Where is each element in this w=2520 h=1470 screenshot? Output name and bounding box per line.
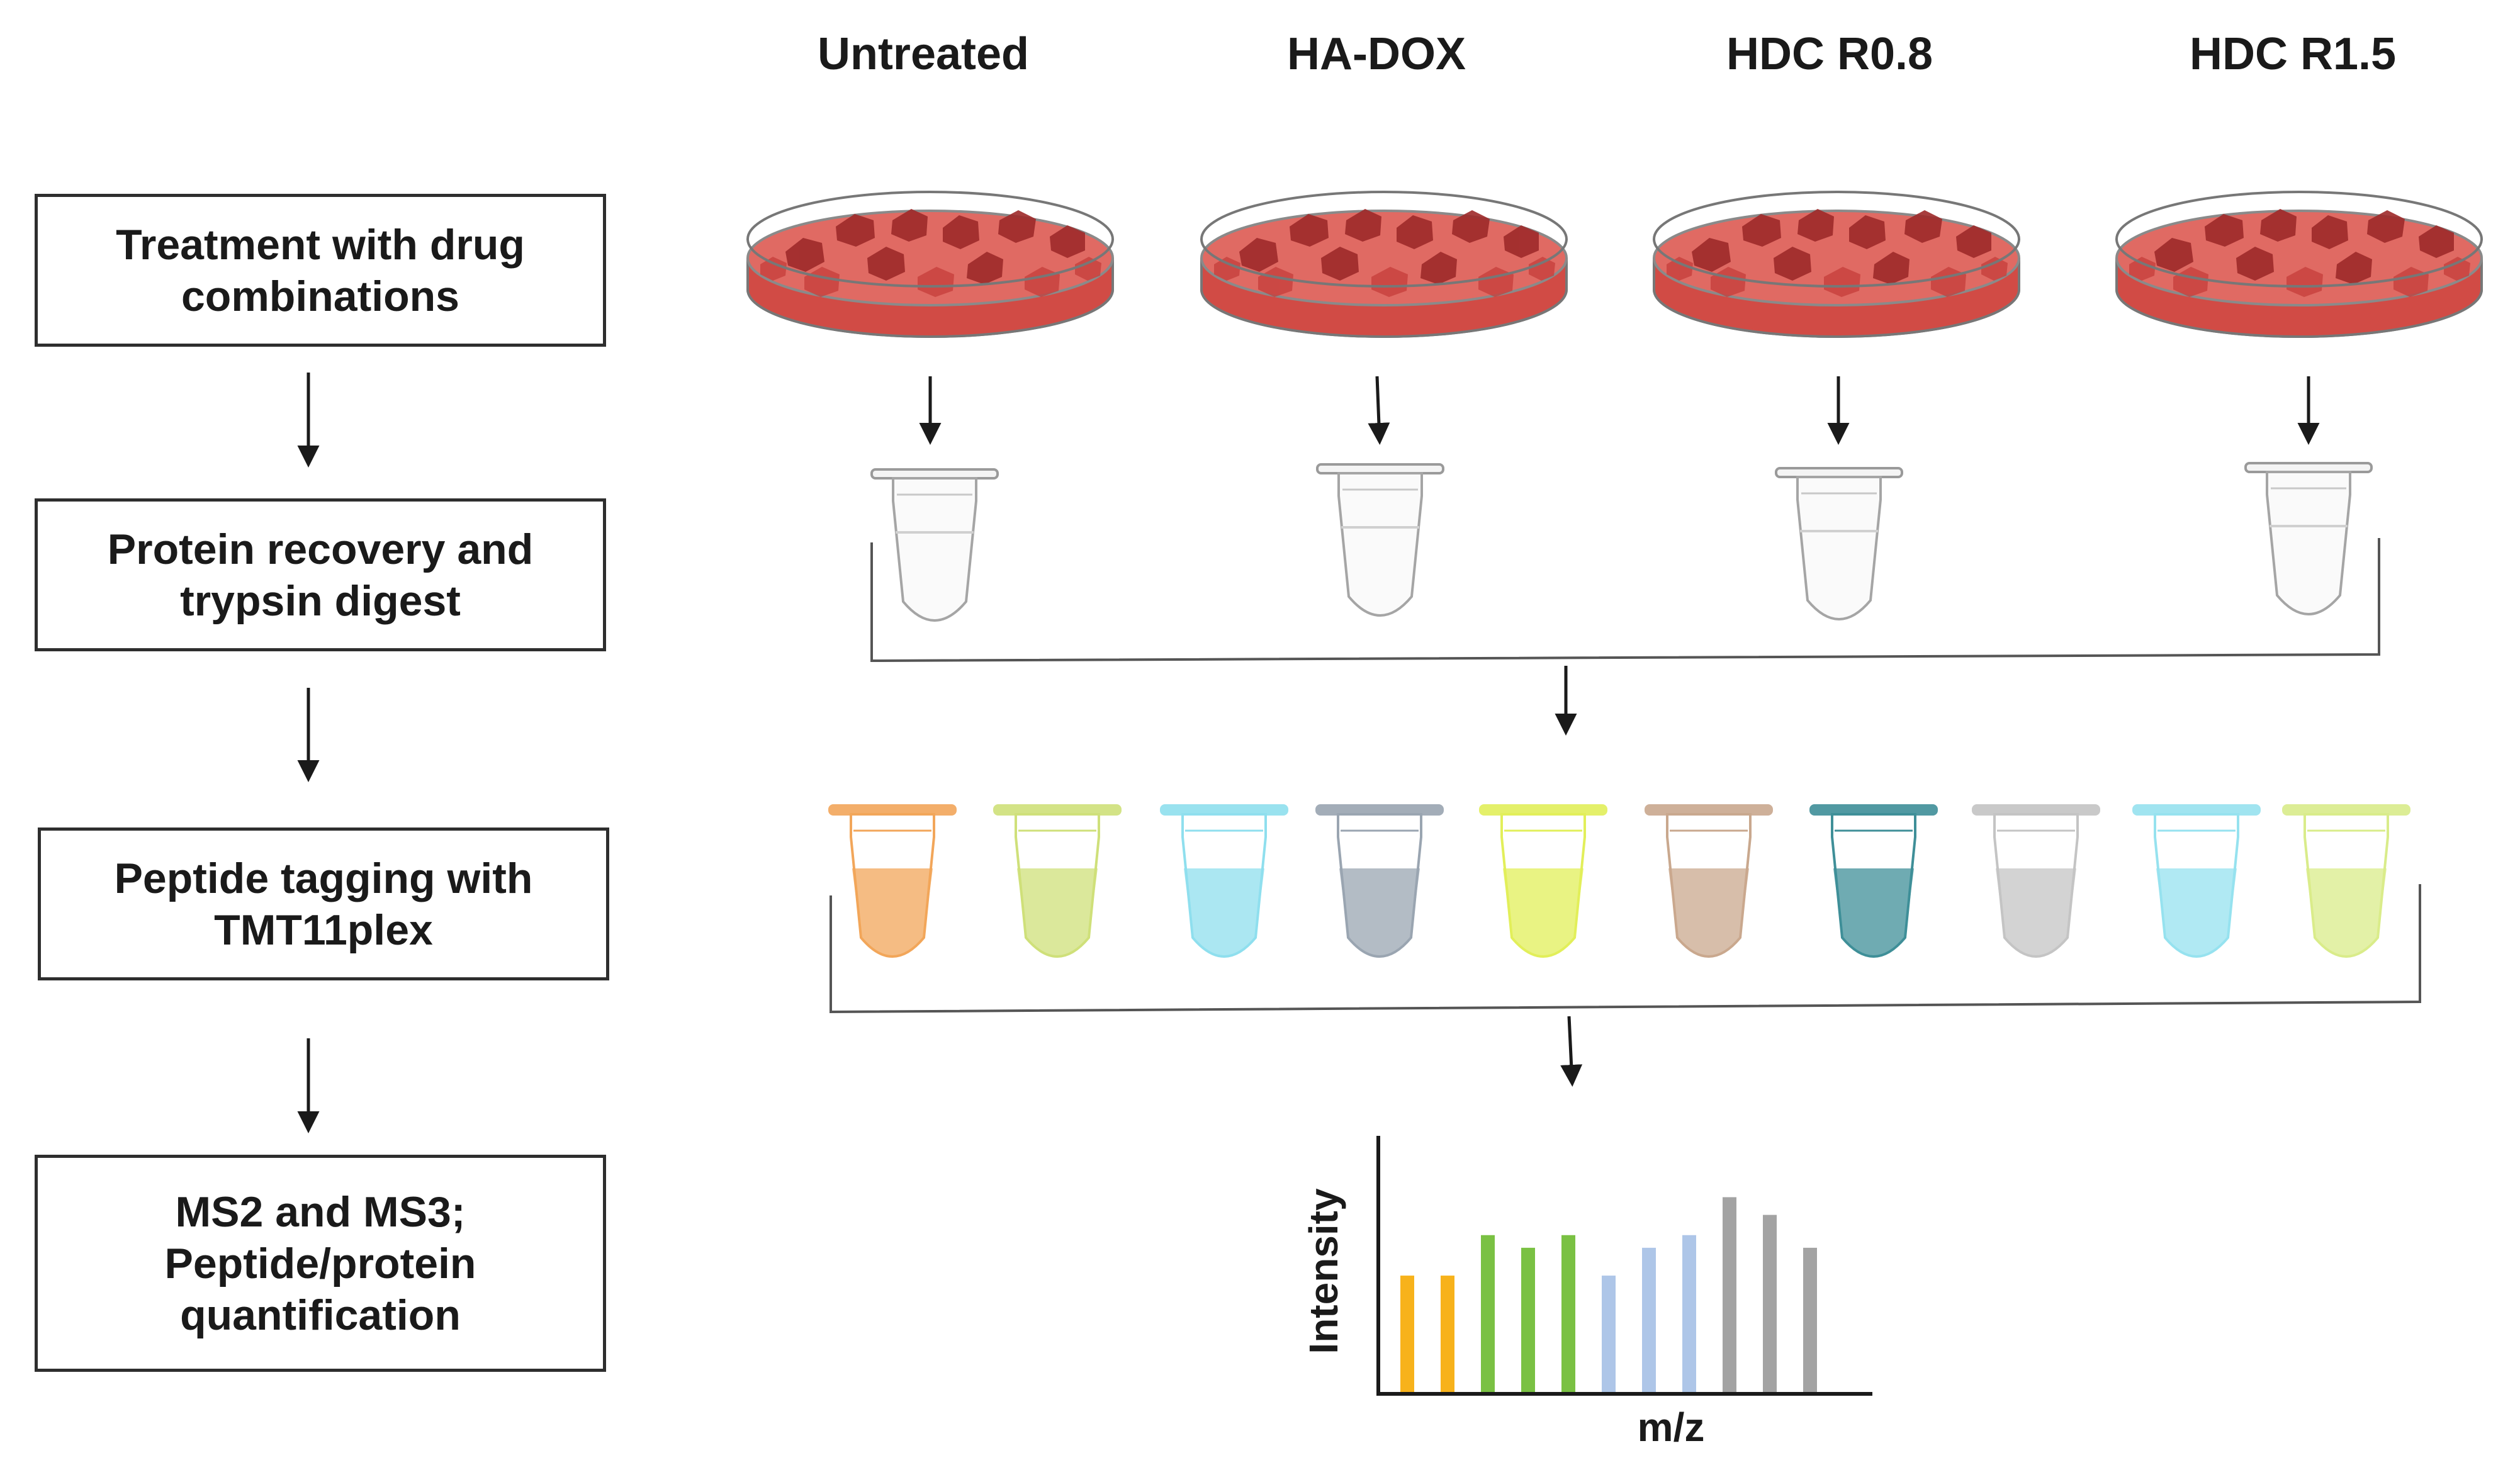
sample-tube-icon	[870, 468, 999, 622]
spectrum-bar	[1561, 1235, 1575, 1392]
spectrum-bar	[1481, 1235, 1495, 1392]
tmt-tube-icon	[1160, 804, 1288, 958]
step-box-ms-quantification: MS2 and MS3; Peptide/protein quantificat…	[35, 1155, 606, 1372]
tmt-tube-icon	[1809, 804, 1938, 958]
dish-to-tube-arrows	[919, 376, 2320, 445]
tmt-tube-icon	[1315, 804, 1444, 958]
spectrum-bar	[1803, 1247, 1817, 1392]
step-text-line: MS2 and MS3;	[175, 1187, 466, 1236]
tmt-tube-icon	[2132, 804, 2261, 958]
step-text-line: trypsin digest	[180, 576, 461, 625]
petri-dish-icon	[746, 191, 1114, 338]
tmt-tube-icon	[993, 804, 1122, 958]
step-text-line: Protein recovery and	[107, 525, 534, 573]
petri-dish-icon	[1200, 191, 1568, 338]
step-text-line: combinations	[181, 272, 460, 320]
step-box-treatment: Treatment with drug combinations	[35, 194, 606, 347]
pooling-bracket	[830, 884, 2421, 1014]
spectrum-bar	[1521, 1247, 1535, 1392]
sample-tube-icon	[1316, 463, 1444, 617]
condition-label-hdc-r15: HDC R1.5	[2189, 29, 2397, 79]
tmt-tube-row	[828, 804, 2410, 958]
spectrum-bar	[1642, 1247, 1656, 1392]
step-text-line: Peptide/protein	[164, 1239, 476, 1288]
petri-dish-icon	[2115, 191, 2483, 338]
sample-tube-row	[870, 462, 2373, 622]
intensity-bar-chart: m/z Intensity	[1301, 1136, 1872, 1450]
down-arrow-icon	[1368, 376, 1390, 445]
spectrum-bar	[1602, 1276, 1616, 1392]
petri-dish-icon	[1653, 191, 2020, 338]
condition-label-ha-dox: HA-DOX	[1287, 29, 1466, 79]
pooling-bracket	[870, 538, 2380, 663]
petri-dish-row	[746, 191, 2483, 338]
spectrum-bar	[1763, 1215, 1777, 1392]
condition-label-hdc-r08: HDC R0.8	[1726, 29, 1933, 79]
step-text-line: TMT11plex	[214, 906, 433, 954]
spectrum-bar	[1723, 1197, 1736, 1392]
step-box-protein-recovery: Protein recovery and trypsin digest	[35, 498, 606, 651]
y-axis-label: Intensity	[1301, 1188, 1346, 1354]
tmt-tube-icon	[1972, 804, 2100, 958]
sample-tube-icon	[1775, 467, 1903, 620]
step-text-line: Treatment with drug	[116, 220, 525, 269]
step-text-line: quantification	[180, 1291, 461, 1339]
down-arrow-icon	[1560, 1016, 1583, 1087]
spectrum-bar	[1441, 1276, 1454, 1392]
step-box-peptide-tagging: Peptide tagging with TMT11plex	[38, 828, 609, 980]
tmt-tube-icon	[2282, 804, 2410, 958]
tmt-tube-icon	[828, 804, 957, 958]
spectrum-bar	[1682, 1235, 1696, 1392]
tmt-tube-icon	[1479, 804, 1607, 958]
step-text-line: Peptide tagging with	[114, 854, 533, 902]
x-axis-label: m/z	[1638, 1405, 1705, 1450]
tmt-tube-icon	[1645, 804, 1773, 958]
condition-label-untreated: Untreated	[817, 29, 1030, 79]
sample-tube-icon	[2244, 462, 2373, 615]
spectrum-bar	[1400, 1276, 1414, 1392]
